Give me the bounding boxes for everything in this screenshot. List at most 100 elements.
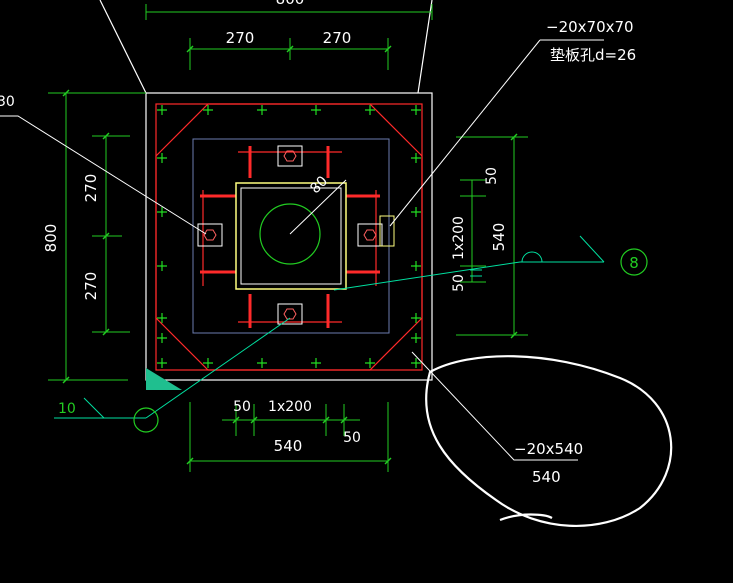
anchor-cross-10 [411,105,421,115]
tick-bottom-c [322,416,330,424]
anchor-cross-5 [257,358,267,368]
tick-bottom-f [384,457,392,465]
bolt-right-hex-icon [363,229,377,241]
dim-text-bottom-edge-left: 50 [233,399,251,415]
weld-leader-left [145,317,291,419]
leader-circle-radius [289,179,347,235]
tick-bottom-b [250,416,258,424]
pedestal-outline [192,138,390,334]
anchor-cross-17 [411,261,421,271]
stiffener-ribs [200,146,380,328]
anchor-cross-1 [157,358,167,368]
weld-flag-right [579,235,605,263]
dim-text-top-total: 800 [276,0,305,8]
dim-text-bottom-edge-right: 50 [343,430,361,446]
weld-arc-right [521,251,543,263]
dim-text-right-total: 540 [490,223,508,252]
tick-right-a [510,133,518,141]
annotation-text: −20x70x70 垫板孔d=26 80 30 10 −20x540 540 8 [0,18,639,486]
bolt-bottom-hex-icon [283,308,297,320]
anchor-cross-11 [411,358,421,368]
weld-bubble-left [133,407,159,433]
leader-left-bolt [0,115,207,235]
label-angle-top: −20x70x70 [546,18,634,36]
bolt-bottom [277,303,303,325]
hand-drawn-highlight-loop [425,355,673,528]
tick-right-b [510,331,518,339]
tick-left-b [62,376,70,384]
dim-text-bottom-mid: 1x200 [268,399,312,415]
leader-plate [411,351,578,461]
tick-bottom-a [232,416,240,424]
anchor-cross-20 [157,333,167,343]
anchor-bolts [197,145,395,325]
anchor-cross-8 [365,105,375,115]
bolt-left-hex-icon [203,229,217,241]
bolt-right [357,223,383,247]
bolt-top-washer [277,145,303,167]
weld-left-flag [83,397,105,419]
base-outline [99,0,433,381]
label-plate-bottom: 540 [532,468,561,486]
bolt-right-washer [357,223,383,247]
label-axis-mark: 8 [629,254,639,272]
tick-top-b [286,45,294,53]
tick-left-e [102,328,110,336]
anchor-cross-15 [411,207,421,217]
tick-bottom-e [186,457,194,465]
angle-clip [379,215,395,247]
anchor-cross-13 [411,153,421,163]
weld-leader-right [333,261,604,291]
outer-plate-rect [145,92,433,381]
weld-fillet-triangle [146,368,182,390]
anchor-cross-3 [203,358,213,368]
steel-plate [155,103,423,371]
weld-mark-lines [470,269,482,277]
dim-text-left-upper: 270 [82,174,100,203]
anchor-cross-9 [365,358,375,368]
axis-bubble [620,248,648,276]
column-outer [235,182,347,290]
leader-angle-pointer [389,39,541,227]
column-section [235,182,347,290]
dim-text-left-lower: 270 [82,272,100,301]
tick-top-a [186,45,194,53]
tick-left-a [62,89,70,97]
bolt-top-hex-icon [283,150,297,162]
tick-left-c [102,132,110,140]
tick-top-c [384,45,392,53]
dimension-text: 800 270 270 800 270 270 540 50 1x200 50 … [42,0,508,455]
tick-bottom-d [340,416,348,424]
label-angle-bottom: 垫板孔d=26 [550,46,636,64]
dim-text-bottom-total: 540 [274,437,303,455]
dim-text-right-edge-top: 50 [484,167,500,185]
anchor-cross-14 [157,207,167,217]
dim-text-top-right: 270 [323,29,352,47]
anchor-cross-2 [203,105,213,115]
steel-plate-chamfer [155,103,423,371]
outline-leader-top-left [99,0,147,94]
dimension-ticks [62,45,518,465]
bolt-bottom-washer [277,303,303,325]
anchor-cross-group [157,105,421,368]
dim-text-top-left: 270 [226,29,255,47]
leader-lines [0,39,604,461]
label-weld-mark: 10 [58,401,76,417]
anchor-cross-12 [157,153,167,163]
bolt-left-washer [197,223,223,247]
column-inner [240,187,342,285]
anchor-cross-19 [411,313,421,323]
bolt-left [197,223,223,247]
dim-text-right-mid: 1x200 [451,216,467,260]
dim-text-right-edge-bottom: 50 [451,274,467,292]
column-hole-circle [259,203,321,265]
dim-text-left-total: 800 [42,224,60,253]
anchor-cross-6 [311,105,321,115]
anchor-cross-0 [157,105,167,115]
anchor-cross-7 [311,358,321,368]
tick-left-d [102,232,110,240]
anchor-cross-4 [257,105,267,115]
weld-leaders [54,235,605,419]
